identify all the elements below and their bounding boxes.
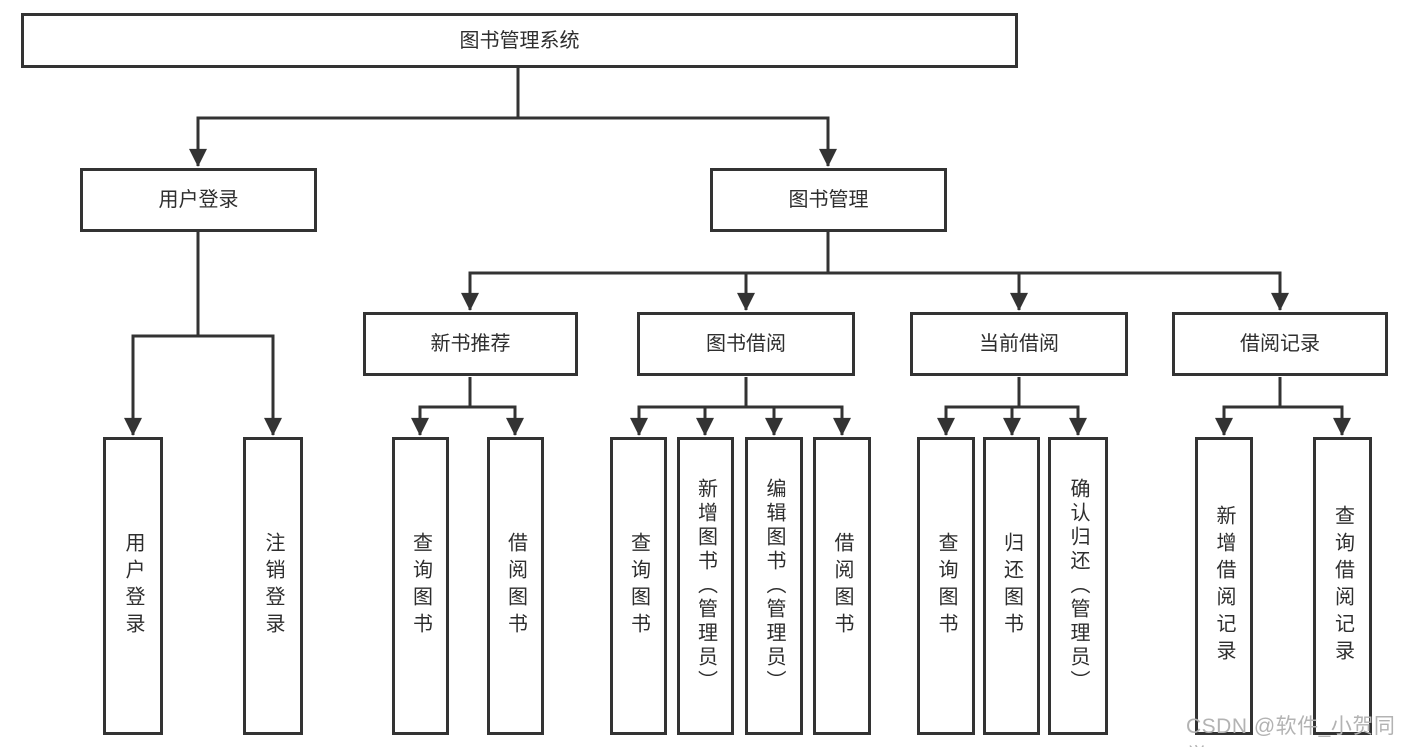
node-leaf-query-borrow-record: 查询借阅记录 — [1313, 437, 1372, 735]
node-new-book-recommendation: 新书推荐 — [363, 312, 578, 376]
node-leaf-logout: 注销登录 — [243, 437, 303, 735]
connector-rcd-trunk — [1222, 377, 1344, 409]
node-leaf-add-books-admin: 新增图书（管理员） — [677, 437, 734, 735]
connector-cur-trunk — [944, 377, 1080, 409]
node-book-management-branch: 图书管理 — [710, 168, 947, 232]
connector-mgmt-trunk — [468, 232, 1282, 275]
connector-bor-trunk — [637, 377, 844, 409]
csdn-watermark: CSDN @软件_小贺同学 — [1186, 715, 1396, 747]
node-leaf-confirm-return-admin: 确认归还（管理员） — [1048, 437, 1108, 735]
node-leaf-edit-books-admin: 编辑图书（管理员） — [745, 437, 803, 735]
node-leaf-borrow-books: 借阅图书 — [487, 437, 544, 735]
connector-user-trunk — [131, 232, 275, 338]
connector-root-trunk — [196, 68, 830, 120]
connector-rec-trunk — [418, 377, 517, 409]
node-leaf-query-books: 查询图书 — [610, 437, 667, 735]
node-leaf-query-books: 查询图书 — [917, 437, 975, 735]
node-library-management-system: 图书管理系统 — [21, 13, 1018, 68]
node-leaf-query-books: 查询图书 — [392, 437, 449, 735]
node-leaf-return-books: 归还图书 — [983, 437, 1040, 735]
node-current-borrowing: 当前借阅 — [910, 312, 1128, 376]
node-leaf-borrow-books: 借阅图书 — [813, 437, 871, 735]
node-leaf-user-login: 用户登录 — [103, 437, 163, 735]
node-book-borrowing: 图书借阅 — [637, 312, 855, 376]
node-borrowing-records: 借阅记录 — [1172, 312, 1388, 376]
node-user-login-branch: 用户登录 — [80, 168, 317, 232]
node-leaf-add-borrow-record: 新增借阅记录 — [1195, 437, 1253, 735]
